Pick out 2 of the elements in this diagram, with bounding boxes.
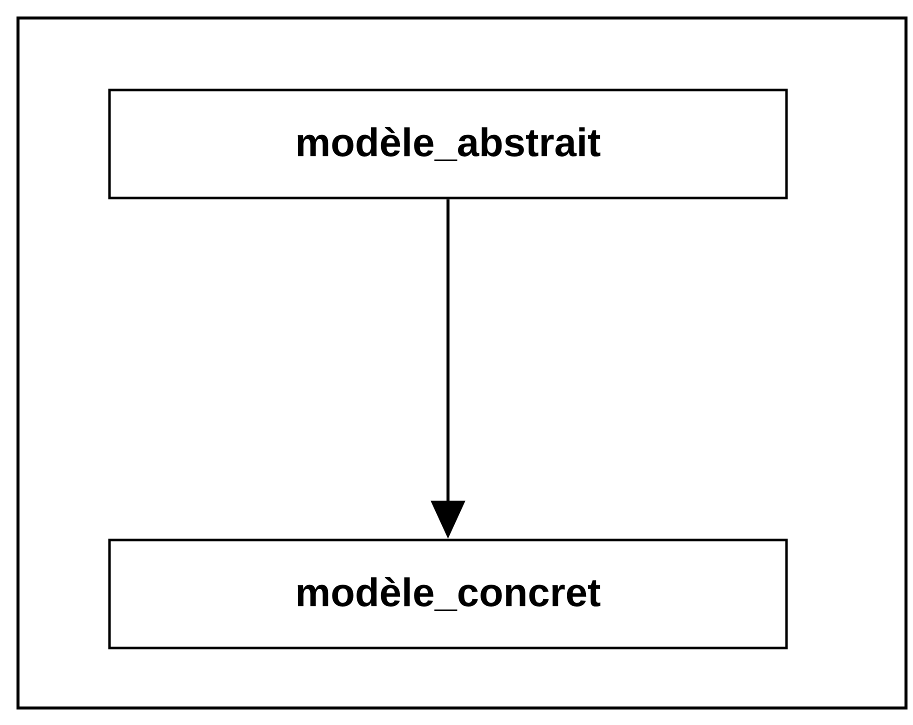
process-box: modèle_abstrait: [108, 88, 788, 200]
process-box: modèle_concret: [108, 538, 788, 650]
